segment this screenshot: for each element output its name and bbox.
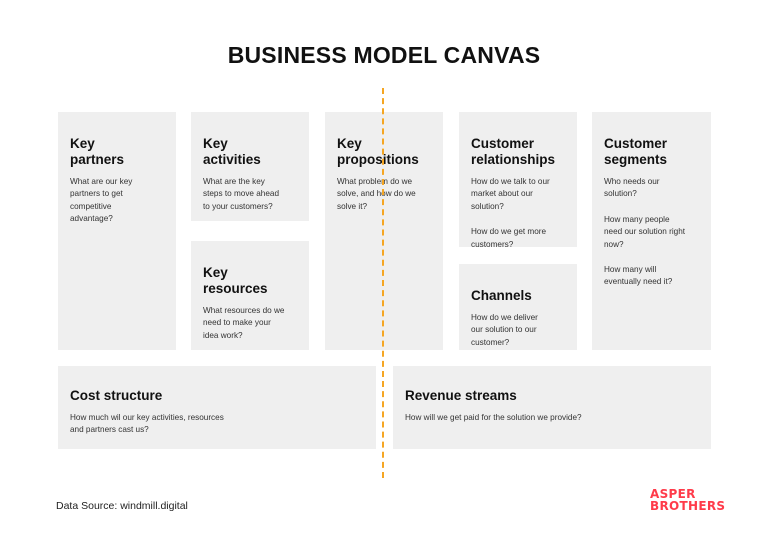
block-text-2: How many people need our solution right … bbox=[604, 214, 686, 249]
block-text: What are the key steps to move ahead to … bbox=[203, 177, 280, 211]
block-text: How do we deliver our solution to our cu… bbox=[471, 313, 538, 347]
block-heading: Customer relationships bbox=[471, 136, 556, 167]
block-text: Who needs our solution? bbox=[604, 177, 660, 199]
logo-line-2: BROTHERS bbox=[650, 499, 726, 513]
block-heading: Key activities bbox=[203, 136, 261, 167]
dashed-divider-line bbox=[382, 88, 384, 478]
logo-line-1: ASPER bbox=[650, 487, 696, 501]
block-heading: Customer segments bbox=[604, 136, 668, 167]
block-text: What resources do we need to make your i… bbox=[203, 306, 285, 340]
block-heading: Channels bbox=[471, 288, 532, 303]
key-propositions-block: Key propositions What problem do we solv… bbox=[325, 112, 443, 350]
block-heading: Cost structure bbox=[70, 388, 163, 403]
block-text-3: How many will eventually need it? bbox=[604, 265, 673, 287]
block-heading: Key resources bbox=[203, 265, 268, 296]
cost-structure-block: Cost structure How much wil our key acti… bbox=[58, 366, 376, 449]
channels-block: Channels How do we deliver our solution … bbox=[459, 264, 577, 350]
block-text: What are our key partners to get competi… bbox=[70, 177, 133, 224]
block-text: How do we talk to our market about our s… bbox=[471, 177, 550, 211]
block-heading: Revenue streams bbox=[405, 388, 517, 403]
key-partners-block: Key partners What are our key partners t… bbox=[58, 112, 176, 350]
block-text: How much wil our key activities, resourc… bbox=[70, 413, 224, 435]
asper-brothers-logo: ASPER BROTHERS bbox=[650, 488, 725, 512]
block-text-2: How do we get more customers? bbox=[471, 227, 547, 249]
block-text: How will we get paid for the solution we… bbox=[405, 413, 582, 422]
block-heading: Key partners bbox=[70, 136, 125, 167]
block-heading: Key propositions bbox=[337, 136, 419, 167]
customer-segments-block: Customer segments Who needs our solution… bbox=[592, 112, 711, 350]
customer-relationships-block: Customer relationships How do we talk to… bbox=[459, 112, 577, 249]
block-text: What problem do we solve, and how do we … bbox=[337, 177, 416, 211]
key-resources-block: Key resources What resources do we need … bbox=[191, 241, 309, 350]
key-activities-block: Key activities What are the key steps to… bbox=[191, 112, 309, 221]
data-source-caption: Data Source: windmill.digital bbox=[56, 500, 188, 512]
canvas-title: BUSINESS MODEL CANVAS bbox=[227, 42, 541, 68]
revenue-streams-block: Revenue streams How will we get paid for… bbox=[393, 366, 711, 449]
